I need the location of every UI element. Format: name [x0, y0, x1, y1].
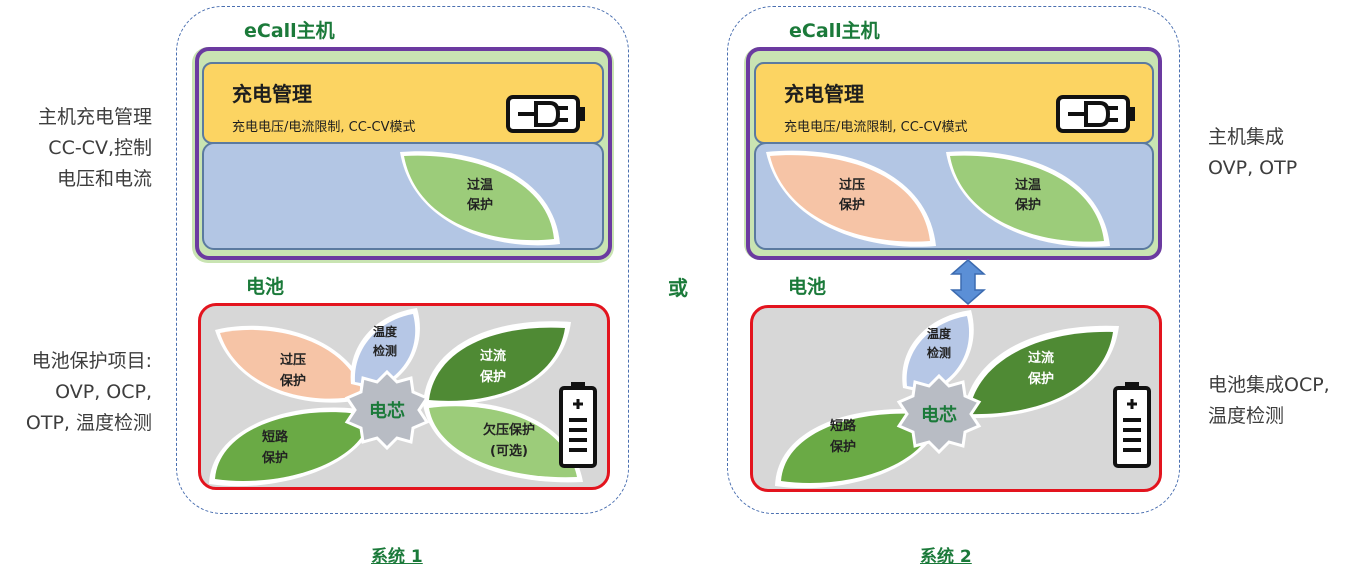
- cell-core: 电芯: [344, 369, 430, 451]
- leaf-label: 欠压保护: [483, 422, 535, 438]
- leaf-label: 保护: [838, 197, 865, 213]
- system1-container: [176, 6, 629, 514]
- system1-charge-box: 充电管理 充电电压/电流限制, CC-CV模式: [202, 62, 604, 144]
- note-line: 电池集成OCP,: [1208, 374, 1330, 396]
- system2-container: [727, 6, 1180, 514]
- leaf-short-circuit: 短路 保护: [775, 409, 943, 489]
- leaf-label: 过温: [1015, 177, 1041, 193]
- system2-caption: 系统 2: [920, 547, 972, 567]
- note-line: OTP, 温度检测: [25, 412, 152, 434]
- system1-host-label: eCall主机: [244, 20, 335, 42]
- leaf-label: 过流: [480, 348, 506, 364]
- leaf-short-circuit: 短路 保护: [209, 407, 377, 487]
- leaf-temp-sense: 温度 检测: [902, 310, 974, 394]
- note-line: 主机充电管理: [37, 106, 152, 128]
- leaf-label: 过压: [839, 177, 865, 193]
- leaf-label: 保护: [479, 369, 506, 385]
- system2-host-frame: [746, 47, 1162, 260]
- note-line: 电池保护项目:: [31, 350, 152, 372]
- plug-icon: [506, 95, 585, 133]
- note-line: 主机集成: [1208, 126, 1285, 148]
- charge-title: 充电管理: [232, 82, 312, 106]
- leaf-label: 短路: [262, 429, 289, 445]
- charge-subtitle: 充电电压/电流限制, CC-CV模式: [232, 120, 416, 135]
- system1-caption: 系统 1: [371, 547, 423, 567]
- leaf-label: 过压: [280, 352, 306, 368]
- leaf-label: 保护: [829, 439, 856, 455]
- leaf-label: 保护: [466, 197, 493, 213]
- leaf-label: 过流: [1028, 350, 1054, 366]
- system2-protection-box: 过压 保护 过温 保护: [754, 142, 1154, 250]
- system2-host-label: eCall主机: [789, 20, 880, 42]
- leaf-label: 检测: [927, 345, 951, 360]
- system2-charge-box: 充电管理 充电电压/电流限制, CC-CV模式: [754, 62, 1154, 144]
- leaf-label: 保护: [261, 450, 288, 466]
- leaf-over-current: 过流 保护: [423, 321, 571, 405]
- leaf-over-current: 过流 保护: [963, 325, 1119, 419]
- system2-host-leaves: 过压 保护 过温 保护: [766, 150, 1110, 247]
- note-line: OVP, OTP: [1208, 157, 1298, 179]
- note-line: CC-CV,控制: [48, 137, 152, 159]
- leaf-label: 短路: [830, 418, 857, 434]
- cell-core: 电芯: [896, 373, 982, 455]
- leaf-over-temp: 过温 保护: [946, 151, 1110, 247]
- system1-battery-label: 电池: [246, 276, 285, 298]
- leaf-label: 温度: [373, 324, 398, 339]
- leaf-label: 检测: [373, 343, 397, 358]
- leaf-label: 保护: [279, 373, 306, 389]
- or-label: 或: [668, 276, 688, 300]
- battery-icon: [559, 382, 597, 468]
- leaf-over-temp: 过温 保护: [400, 151, 560, 246]
- note-line: OVP, OCP,: [55, 381, 152, 403]
- leaf-temp-sense: 温度 检测: [350, 308, 420, 390]
- battery-icon: [1113, 382, 1151, 468]
- core-label: 电芯: [369, 400, 405, 422]
- leaf-label: 过温: [467, 177, 493, 193]
- note-line: 电压和电流: [56, 168, 152, 190]
- system1-protection-box: 过温 保护: [202, 142, 604, 250]
- leaf-label: 保护: [1014, 197, 1041, 213]
- leaf-over-voltage: 过压 保护: [766, 150, 936, 247]
- system1-host-leaves: 过温 保护: [400, 151, 560, 246]
- note-line: 温度检测: [1208, 405, 1285, 427]
- system1-battery-box: 过压 保护 短路 保护 过流 保护 欠压保护 (可选) 温度: [198, 303, 610, 490]
- system2-battery-diagram: 短路 保护 过流 保护 温度 检测 电芯: [775, 310, 1151, 489]
- system1-host-frame: [195, 47, 612, 260]
- system2-battery-label: 电池: [788, 276, 827, 298]
- system1-battery-diagram: 过压 保护 短路 保护 过流 保护 欠压保护 (可选) 温度: [209, 308, 597, 487]
- right-battery-note: 电池集成OCP, 温度检测: [1208, 370, 1330, 432]
- double-arrow-icon: [950, 259, 986, 305]
- left-host-note: 主机充电管理 CC-CV,控制 电压和电流: [38, 102, 152, 195]
- system2-battery-box: 短路 保护 过流 保护 温度 检测 电芯: [750, 305, 1162, 492]
- charge-title: 充电管理: [784, 82, 864, 106]
- plug-icon: [1056, 95, 1135, 133]
- leaf-over-voltage: 过压 保护: [215, 325, 369, 403]
- charge-subtitle: 充电电压/电流限制, CC-CV模式: [784, 120, 968, 135]
- leaf-under-voltage: 欠压保护 (可选): [423, 401, 583, 483]
- leaf-label: (可选): [490, 443, 528, 459]
- left-battery-note: 电池保护项目: OVP, OCP, OTP, 温度检测: [26, 346, 152, 439]
- leaf-label: 温度: [927, 326, 952, 341]
- leaf-label: 保护: [1027, 371, 1054, 387]
- core-label: 电芯: [921, 404, 957, 426]
- right-host-note: 主机集成 OVP, OTP: [1208, 122, 1297, 184]
